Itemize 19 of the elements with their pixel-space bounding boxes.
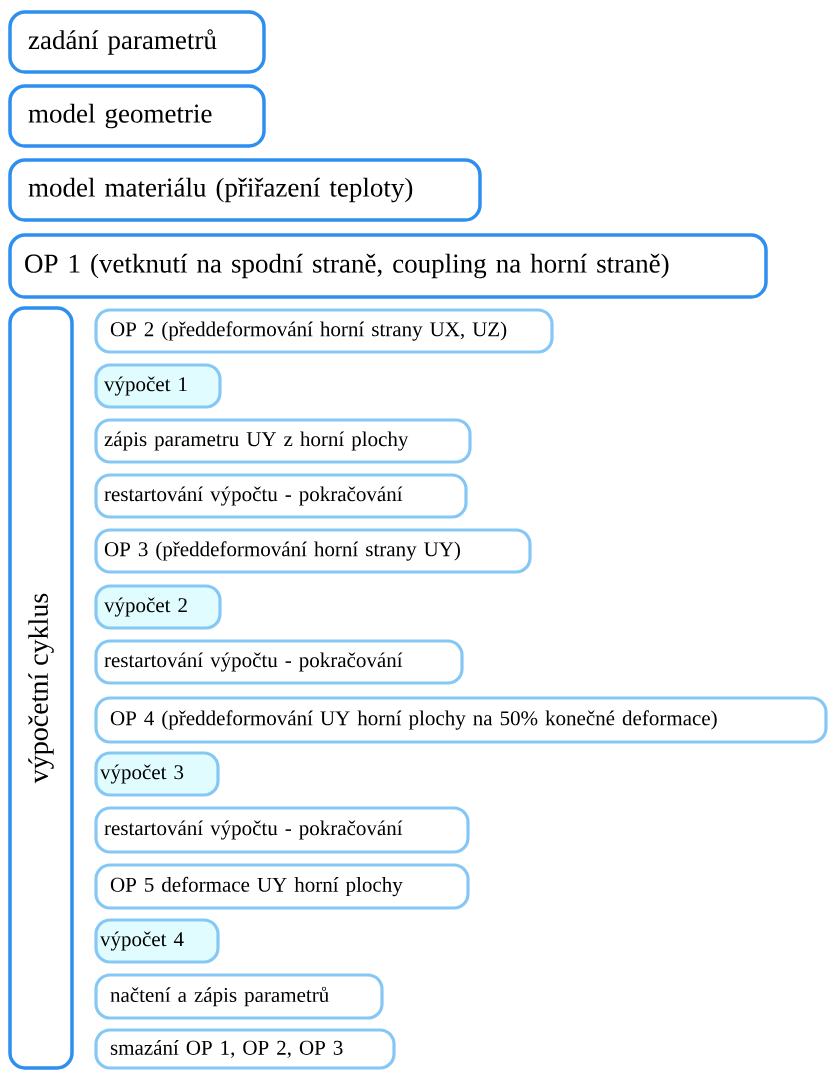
calculation-box: výpočet 1 bbox=[94, 363, 222, 409]
process-box: model geometrie bbox=[8, 84, 266, 148]
calculation-box: výpočet 3 bbox=[94, 751, 220, 797]
step-box: restartování výpočtu - pokračování bbox=[94, 473, 468, 519]
cycle-box: výpočetní cyklus bbox=[8, 306, 74, 1070]
step-box: restartování výpočtu - pokračování bbox=[94, 806, 470, 854]
process-box: OP 1 (vetknutí na spodní straně, coupling na horní straně) bbox=[8, 233, 768, 299]
step-box: OP 2 (předdeformování horní strany UX, UZ) bbox=[94, 308, 554, 354]
process-box: model materiálu (přiřazení teploty) bbox=[8, 158, 482, 222]
step-box: OP 3 (předdeformování horní strany UY) bbox=[94, 528, 532, 574]
step-box: OP 4 (předdeformování UY horní plochy na 50% konečné deformace) bbox=[94, 696, 828, 744]
step-box: zápis parametru UY z horní plochy bbox=[94, 418, 472, 464]
process-box: zadání parametrů bbox=[8, 10, 266, 74]
calculation-box: výpočet 4 bbox=[94, 918, 220, 964]
step-box: smazání OP 1, OP 2, OP 3 bbox=[94, 1028, 396, 1070]
step-box: OP 5 deformace UY horní plochy bbox=[94, 863, 470, 910]
step-box: načtení a zápis parametrů bbox=[94, 973, 384, 1020]
calculation-box: výpočet 2 bbox=[94, 584, 222, 630]
step-box: restartování výpočtu - pokračování bbox=[94, 639, 464, 685]
